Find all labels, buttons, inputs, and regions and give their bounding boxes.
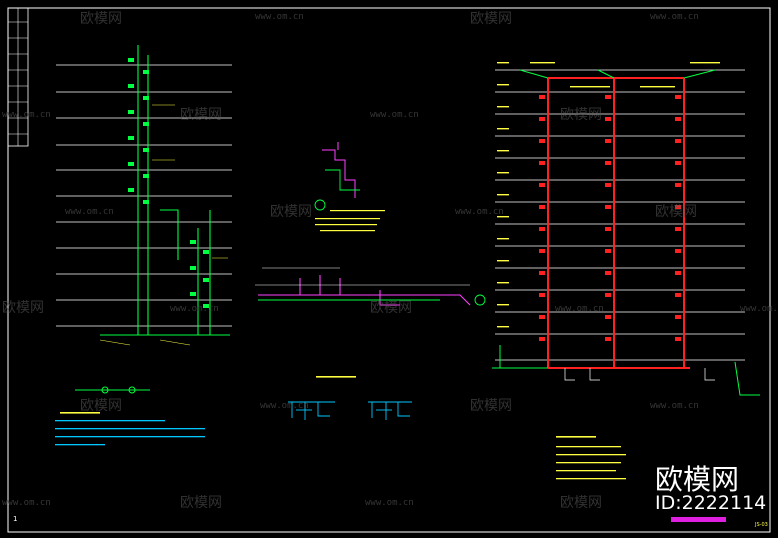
watermark-logo: 欧模网 bbox=[180, 107, 222, 123]
title-strip-cells bbox=[8, 8, 28, 146]
center-horizontal-supply bbox=[258, 294, 486, 306]
fixture-detail-title bbox=[316, 376, 356, 378]
watermark-url: www.om.cn bbox=[170, 304, 219, 314]
watermark-url: www.om.cn bbox=[365, 498, 414, 508]
left-leaders bbox=[99, 104, 228, 346]
right-floor-lines bbox=[495, 69, 745, 361]
watermark-url: www.om.cn bbox=[740, 304, 778, 314]
watermark-url: www.om.cn bbox=[255, 12, 304, 22]
left-water-risers bbox=[100, 45, 230, 336]
watermark-logo: 欧模网 bbox=[270, 204, 312, 220]
watermark-logo: 欧模网 bbox=[2, 300, 44, 316]
watermark-url: www.om.cn bbox=[2, 110, 51, 120]
watermark-logo: 欧模网 bbox=[180, 495, 222, 511]
watermark-logo: 欧模网 bbox=[470, 398, 512, 414]
fire-base-inlet bbox=[492, 345, 548, 369]
brand-name: 欧模网 bbox=[655, 463, 740, 496]
watermark-url: www.om.cn bbox=[260, 401, 309, 411]
watermark-logo: 欧模网 bbox=[470, 11, 512, 27]
page-number: 1 bbox=[13, 515, 18, 523]
left-notes-title-marks bbox=[60, 412, 100, 414]
watermark-url: www.om.cn bbox=[2, 498, 51, 508]
meter-detail bbox=[75, 386, 150, 394]
brand-id: ID:2222114 bbox=[655, 492, 767, 514]
watermark-logo: 欧模网 bbox=[80, 11, 122, 27]
center-detail-notes bbox=[315, 210, 385, 232]
center-horizontal-drain bbox=[258, 275, 471, 306]
fixture-detail-1 bbox=[288, 401, 335, 420]
fire-base-details bbox=[564, 368, 715, 381]
right-notes bbox=[556, 436, 626, 480]
watermark-url: www.om.cn bbox=[555, 304, 604, 314]
watermark-url: www.om.cn bbox=[370, 110, 419, 120]
watermark-url: www.om.cn bbox=[455, 207, 504, 217]
watermark-logo: 欧模网 bbox=[560, 107, 602, 123]
fire-hydrant-marks bbox=[539, 95, 681, 341]
left-notes-marks bbox=[55, 420, 205, 446]
watermark-logo: 欧模网 bbox=[655, 204, 697, 220]
center-supply-detail bbox=[314, 169, 360, 211]
brand-underline bbox=[671, 517, 726, 522]
watermark-url: www.om.cn bbox=[650, 12, 699, 22]
right-floor-labels bbox=[497, 62, 720, 328]
drawing-number: JS-03 bbox=[755, 522, 768, 528]
watermark-logo: 欧模网 bbox=[80, 398, 122, 414]
watermark-url: www.om.cn bbox=[650, 401, 699, 411]
left-floor-lines bbox=[56, 64, 232, 327]
watermark-url: www.om.cn bbox=[65, 207, 114, 217]
watermark-logo: 欧模网 bbox=[560, 495, 602, 511]
drawing-frame bbox=[7, 7, 771, 533]
left-fixture-marks bbox=[128, 58, 209, 308]
center-drain-detail bbox=[322, 142, 356, 198]
fire-roof-connections bbox=[519, 69, 760, 396]
watermark-logo: 欧模网 bbox=[370, 300, 412, 316]
fire-risers bbox=[547, 77, 690, 369]
fixture-detail-2 bbox=[368, 401, 412, 420]
center-baseline bbox=[255, 267, 470, 286]
